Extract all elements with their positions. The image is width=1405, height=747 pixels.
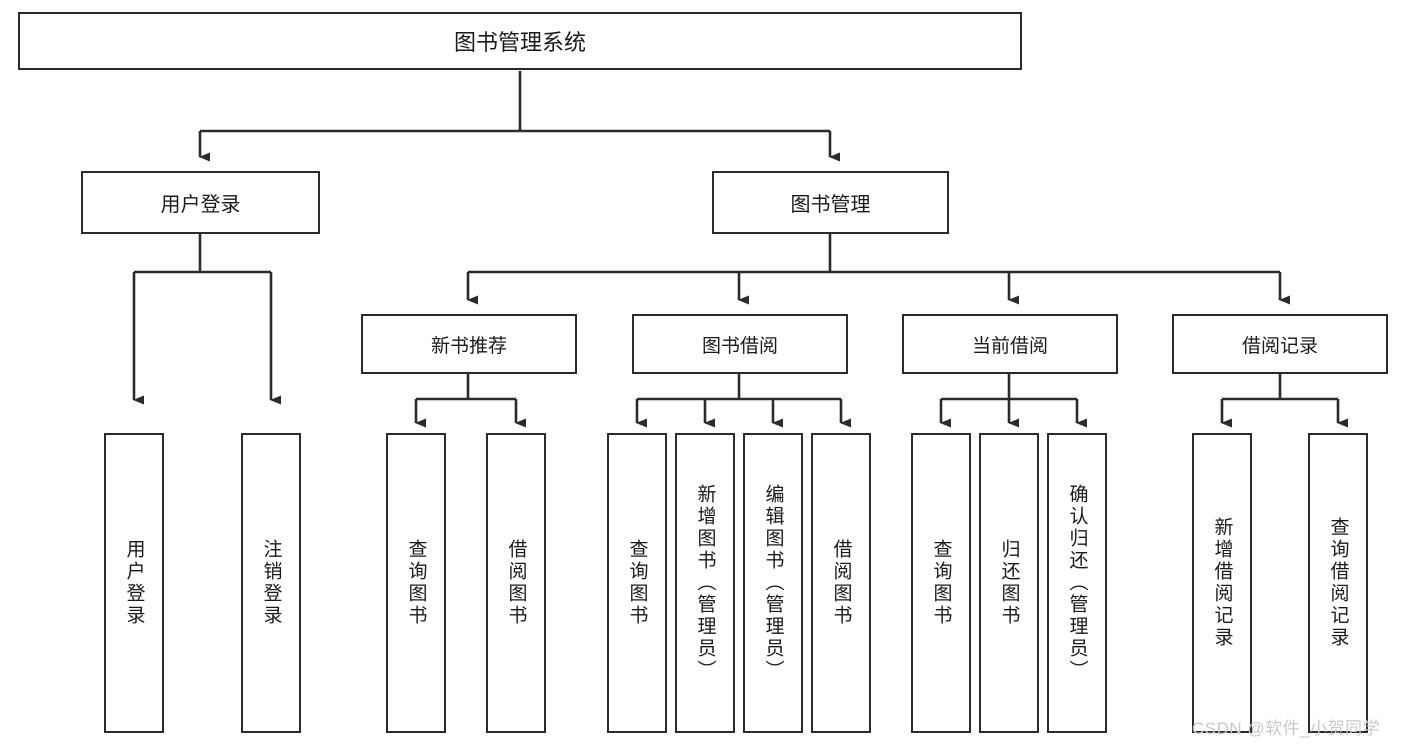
node-user-login[interactable]: 用户登录 [81, 171, 320, 234]
node-label: 查询借阅记录 [1327, 517, 1349, 649]
node-leaf-query-books-3[interactable]: 查询图书 [911, 433, 971, 733]
node-label: 编辑图书（管理员） [762, 484, 784, 682]
node-leaf-borrow-books-2[interactable]: 借阅图书 [811, 433, 871, 733]
node-leaf-add-record[interactable]: 新增借阅记录 [1192, 433, 1252, 733]
node-label: 查询图书 [930, 539, 952, 627]
node-label: 借阅图书 [830, 539, 852, 627]
node-leaf-query-books-1[interactable]: 查询图书 [386, 433, 446, 733]
node-label: 图书借阅 [701, 335, 778, 357]
node-label: 用户登录 [160, 194, 241, 216]
node-label: 借阅记录 [1241, 335, 1318, 357]
node-leaf-query-books-2[interactable]: 查询图书 [607, 433, 667, 733]
node-current-borrow[interactable]: 当前借阅 [902, 314, 1118, 374]
node-label: 确认归还（管理员） [1066, 484, 1088, 682]
node-leaf-add-book[interactable]: 新增图书（管理员） [675, 433, 735, 733]
node-label: 用户登录 [123, 539, 145, 627]
node-label: 新增图书（管理员） [694, 484, 716, 682]
node-label: 图书管理系统 [453, 30, 586, 55]
node-label: 注销登录 [260, 539, 282, 627]
node-label: 图书管理 [790, 194, 871, 216]
node-leaf-user-login[interactable]: 用户登录 [104, 433, 164, 733]
node-book-management[interactable]: 图书管理 [712, 171, 949, 234]
node-label: 新增借阅记录 [1211, 517, 1233, 649]
node-label: 查询图书 [405, 539, 427, 627]
node-leaf-borrow-books-1[interactable]: 借阅图书 [486, 433, 546, 733]
node-leaf-confirm-return[interactable]: 确认归还（管理员） [1047, 433, 1107, 733]
node-label: 新书推荐 [430, 335, 507, 357]
node-label: 归还图书 [998, 539, 1020, 627]
node-label: 借阅图书 [505, 539, 527, 627]
node-leaf-edit-book[interactable]: 编辑图书（管理员） [743, 433, 803, 733]
node-borrow-record[interactable]: 借阅记录 [1172, 314, 1388, 374]
node-leaf-logout-login[interactable]: 注销登录 [241, 433, 301, 733]
node-book-management-system[interactable]: 图书管理系统 [18, 12, 1022, 70]
node-book-borrow[interactable]: 图书借阅 [632, 314, 848, 374]
node-leaf-return-book[interactable]: 归还图书 [979, 433, 1039, 733]
node-leaf-query-record[interactable]: 查询借阅记录 [1308, 433, 1368, 733]
node-label: 当前借阅 [971, 335, 1048, 357]
node-label: 查询图书 [626, 539, 648, 627]
node-new-book-recommend[interactable]: 新书推荐 [361, 314, 577, 374]
